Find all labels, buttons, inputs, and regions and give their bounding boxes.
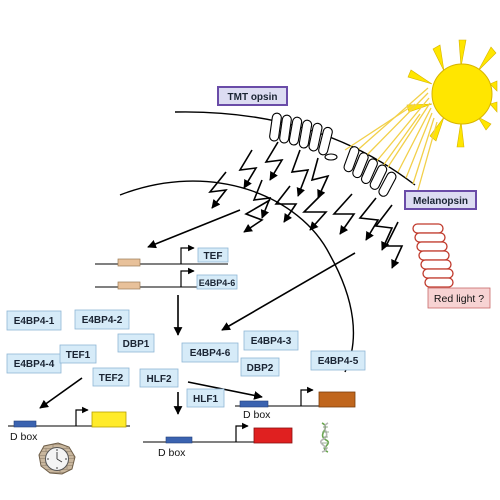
svg-text:HLF1: HLF1 [193, 394, 218, 405]
svg-text:TEF1: TEF1 [66, 350, 91, 361]
protein-e4bp4-4: E4BP4-4 [6, 353, 62, 374]
svg-text:Melanopsin: Melanopsin [413, 196, 468, 207]
tmt-receptor-secondary-icon [343, 146, 397, 197]
tef-gene-label: TEF [204, 251, 223, 262]
svg-text:DBP1: DBP1 [123, 339, 150, 350]
tmt-opsin-label: TMT opsin [217, 86, 288, 106]
svg-text:E4BP4-2: E4BP4-2 [82, 315, 123, 326]
melanopsin-label: Melanopsin [404, 190, 477, 210]
middle-dbox-label: D box [158, 447, 186, 459]
red-gene-box [253, 427, 293, 444]
promoter-right: D box [235, 386, 356, 421]
protein-hlf2: HLF2 [139, 368, 179, 388]
e4bp4-6-gene-box [196, 274, 238, 290]
sun-icon [406, 39, 498, 148]
protein-hlf1: HLF1 [186, 388, 225, 408]
gene-e4bp4-6: E4BP4-6 [95, 267, 238, 290]
svg-text:HLF2: HLF2 [147, 374, 172, 385]
sun-rays [344, 87, 438, 191]
protein-tef1: TEF1 [59, 344, 97, 364]
right-dbox-label: D box [243, 409, 271, 421]
svg-text:E4BP4-1: E4BP4-1 [14, 316, 55, 327]
svg-text:TEF2: TEF2 [99, 373, 124, 384]
signal-cascade-arrows [208, 141, 404, 269]
tmt-receptor-icon [269, 112, 338, 161]
svg-text:E4BP4-4: E4BP4-4 [14, 359, 55, 370]
left-dbox-label: D box [10, 431, 38, 443]
protein-e4bp4-3: E4BP4-3 [243, 330, 299, 351]
long-arrows [39, 209, 356, 415]
protein-e4bp4-5: E4BP4-5 [310, 350, 366, 371]
protein-tef2: TEF2 [92, 367, 130, 387]
protein-e4bp4-1: E4BP4-1 [6, 310, 62, 331]
melanopsin-receptor-icon [412, 223, 454, 288]
tef-gene-box [197, 247, 229, 263]
dna-icon [319, 422, 330, 453]
svg-text:DBP2: DBP2 [247, 363, 274, 374]
promoter-left: D box [8, 406, 130, 443]
cell-membrane-inner [119, 180, 355, 373]
protein-e4bp4-6: E4BP4-6 [181, 342, 239, 363]
svg-text:E4BP4-6: E4BP4-6 [190, 348, 231, 359]
protein-e4bp4-2: E4BP4-2 [74, 309, 130, 330]
protein-dbp2: DBP2 [240, 357, 280, 377]
e4bp4-6-gene-label: E4BP4-6 [199, 278, 236, 288]
orange-gene-box [318, 391, 356, 408]
yellow-gene-box [91, 411, 127, 428]
svg-text:TMT opsin: TMT opsin [228, 92, 278, 103]
svg-text:E4BP4-3: E4BP4-3 [251, 336, 292, 347]
svg-text:E4BP4-5: E4BP4-5 [318, 356, 359, 367]
red-light-label: Red light ? [427, 287, 491, 309]
gene-tef: TEF [95, 244, 229, 267]
promoter-middle: D box [143, 422, 293, 459]
clock-icon [38, 442, 76, 475]
protein-dbp1: DBP1 [117, 333, 155, 353]
svg-text:Red light ?: Red light ? [434, 293, 484, 305]
